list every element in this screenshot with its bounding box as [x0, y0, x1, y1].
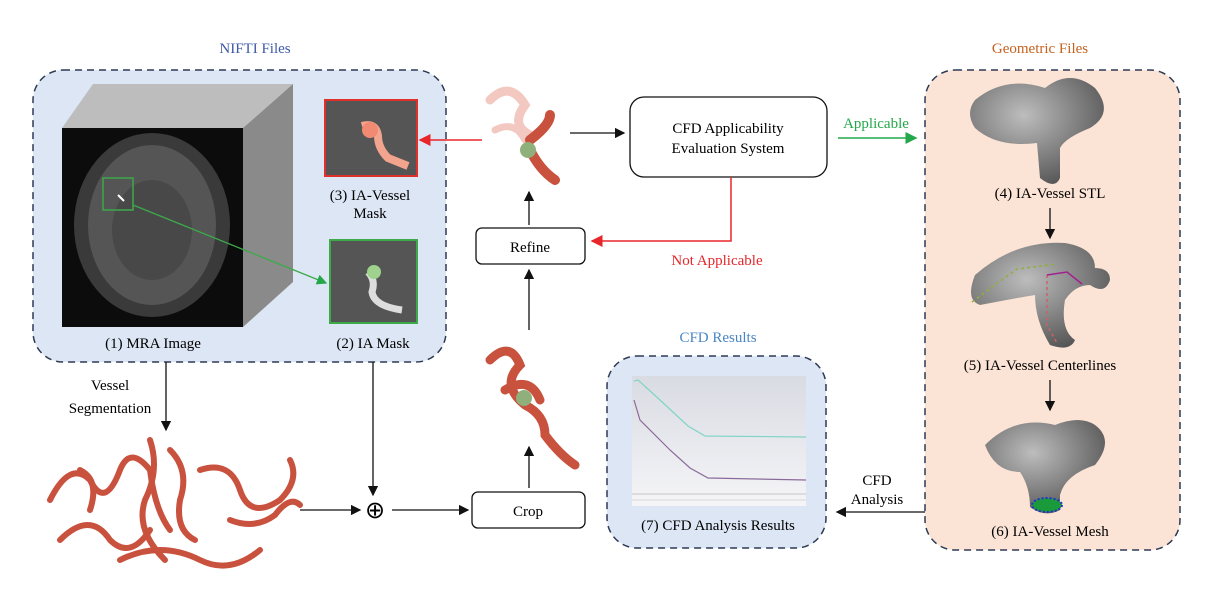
- segmentation-label: Vessel: [91, 378, 129, 394]
- applicable-label: Applicable: [843, 116, 909, 132]
- refined-vessel-image: [485, 86, 560, 185]
- ia-vessel-mask-label-2: Mask: [353, 206, 387, 222]
- stl-model-image: [970, 78, 1104, 184]
- mra-label: (1) MRA Image: [105, 336, 201, 352]
- ia-mask-label: (2) IA Mask: [336, 336, 410, 352]
- cfd-results-group-title: CFD Results: [679, 330, 756, 346]
- cfd-residuals-plot-image: [632, 376, 807, 506]
- zoom-connector: [132, 204, 328, 285]
- nifti-group-title: NIFTI Files: [219, 41, 290, 57]
- ia-vessel-mask-label: (3) IA-Vessel: [330, 188, 410, 204]
- cropped-vessel-image: [485, 346, 580, 470]
- cfd-results-label: (7) CFD Analysis Results: [641, 518, 795, 534]
- centerlines-model-image: [971, 242, 1110, 348]
- crop-box: [471, 491, 586, 529]
- cfd-analysis-label-2: Analysis: [851, 492, 904, 508]
- segmentation-label-2: Segmentation: [69, 401, 152, 417]
- cfd-analysis-label: CFD: [862, 473, 891, 489]
- centerlines-label: (5) IA-Vessel Centerlines: [964, 358, 1117, 374]
- geometric-group-title: Geometric Files: [992, 41, 1088, 57]
- arrow-not-applicable: [590, 177, 732, 247]
- ia-vessel-mask-image: [324, 99, 418, 177]
- mra-image: [62, 84, 293, 327]
- refine-label: Refine: [510, 240, 550, 256]
- refine-box: [475, 227, 586, 265]
- mesh-label: (6) IA-Vessel Mesh: [991, 524, 1109, 540]
- not-applicable-label: Not Applicable: [671, 253, 763, 269]
- ia-mask-image: [329, 239, 418, 324]
- crop-label: Crop: [513, 504, 543, 520]
- mesh-model-image: [985, 420, 1105, 514]
- vessel-tree-image: [47, 437, 303, 569]
- combine-symbol: ⊕: [365, 498, 385, 524]
- evaluation-label-2: Evaluation System: [672, 141, 785, 157]
- evaluation-system-box: [629, 96, 828, 178]
- evaluation-label-1: CFD Applicability: [672, 121, 784, 137]
- stl-label: (4) IA-Vessel STL: [995, 186, 1106, 202]
